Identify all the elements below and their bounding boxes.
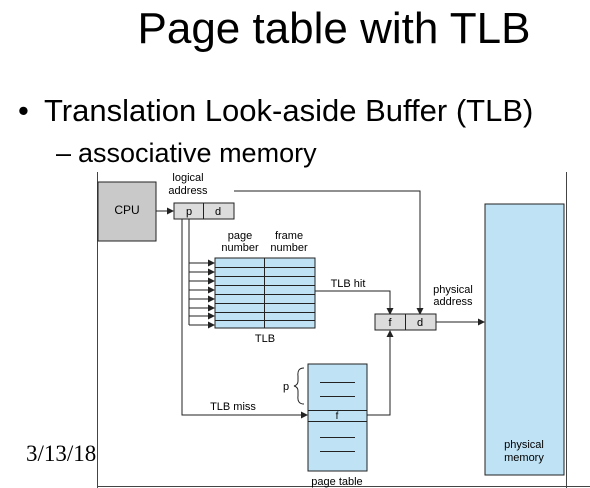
physical-address-label-2: address [433, 296, 473, 308]
tlb-miss-arrow [181, 219, 308, 419]
page-number-label-1: page [228, 230, 252, 242]
cpu-label: CPU [114, 203, 139, 217]
page-table-box [307, 363, 368, 472]
d-to-physical-arrow [234, 190, 424, 315]
bullet-text: Translation Look-aside Buffer (TLB) [44, 93, 534, 128]
page-number-label-2: number [221, 242, 259, 254]
physical-memory-label-2: memory [504, 452, 544, 464]
bullet-item: • Translation Look-aside Buffer (TLB) [18, 92, 533, 130]
logical-address-label-1: logical [172, 172, 203, 184]
tlb-label: TLB [255, 333, 275, 345]
frame-number-label-1: frame [275, 230, 303, 242]
tlb-hit-label: TLB hit [331, 278, 366, 290]
physical-memory-box [484, 203, 565, 476]
physical-memory-label-1: physical [504, 439, 544, 451]
frame-number-label-2: number [270, 242, 308, 254]
sub-bullet-text: associative memory [78, 138, 317, 168]
dash-icon: – [56, 138, 72, 168]
logical-address-label-2: address [168, 185, 208, 197]
page-table-label: page table [311, 476, 362, 488]
p-to-tlb-arrows [188, 219, 215, 329]
logical-d-label: d [215, 206, 221, 218]
page-table-entries [320, 382, 355, 452]
physical-f-label: f [388, 317, 392, 329]
page-table-brace-icon [293, 367, 305, 405]
tlb-row-lines [215, 267, 315, 321]
footer-date: 3/13/18 [26, 441, 97, 466]
page-table-p-label: p [283, 381, 289, 393]
tlb-miss-label: TLB miss [210, 401, 256, 413]
page-table-f-label: f [336, 411, 339, 422]
physical-d-label: d [417, 317, 423, 329]
physical-address-label-1: physical [433, 284, 473, 296]
page-table-to-physical-arrow [367, 330, 394, 416]
logical-p-label: p [186, 206, 192, 218]
bullet-dot-icon: • [18, 93, 29, 128]
tlb-hit-arrow [315, 290, 394, 315]
slide-title: Page table with TLB [137, 4, 531, 53]
sub-bullet-item: –associative memory [56, 137, 317, 169]
